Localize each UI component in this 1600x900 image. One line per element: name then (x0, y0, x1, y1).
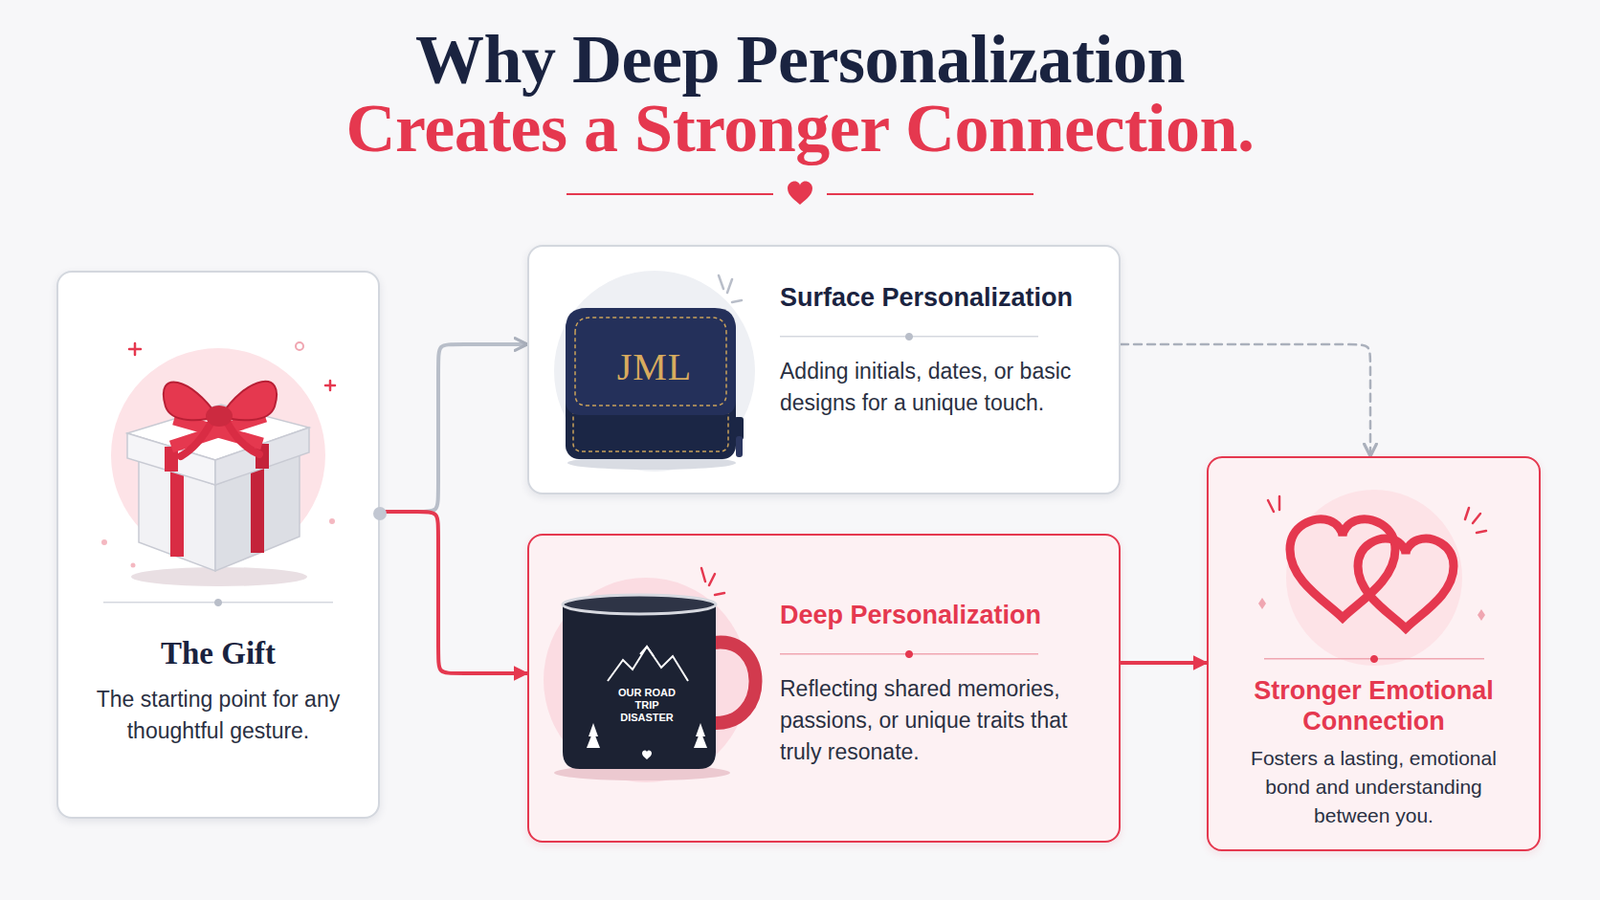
monogram-text: JML (592, 346, 717, 389)
connector-arrow (1120, 344, 1371, 457)
divider-line (566, 193, 774, 196)
connector-arrow (1120, 661, 1207, 666)
divider (779, 649, 1039, 660)
divider-line (826, 193, 1034, 196)
connector-arrow (379, 344, 528, 512)
connector-arrow (379, 511, 528, 674)
node-body: Adding initials, dates, or basic designs… (779, 355, 1100, 420)
title: Why Deep Personalization Creates a Stron… (225, 24, 1375, 163)
node-body: The starting point for any thoughtful ge… (85, 684, 352, 748)
divider (779, 332, 1039, 342)
node-heading: The Gift (85, 634, 352, 673)
start-box: The GiftThe starting point for any thoug… (56, 270, 380, 820)
divider (103, 598, 334, 608)
node-heading: Surface Personalization (779, 282, 1100, 313)
node-body: Fosters a lasting, emotional bond and un… (1229, 744, 1518, 831)
node-heading: Deep Personalization (779, 600, 1100, 631)
option-box: Surface PersonalizationAdding initials, … (527, 244, 1121, 495)
hearts-illustration (1208, 458, 1543, 650)
heart-icon (787, 181, 813, 205)
divider (1264, 654, 1485, 665)
mug-print-text: OUR ROAD TRIP DISASTER (609, 687, 685, 725)
node-body: Reflecting shared memories, passions, or… (779, 673, 1100, 769)
option-box: Deep PersonalizationReflecting shared me… (527, 533, 1121, 844)
node-heading: Stronger Emotional Connection (1229, 675, 1518, 737)
result-box: Stronger Emotional ConnectionFosters a l… (1206, 456, 1541, 852)
